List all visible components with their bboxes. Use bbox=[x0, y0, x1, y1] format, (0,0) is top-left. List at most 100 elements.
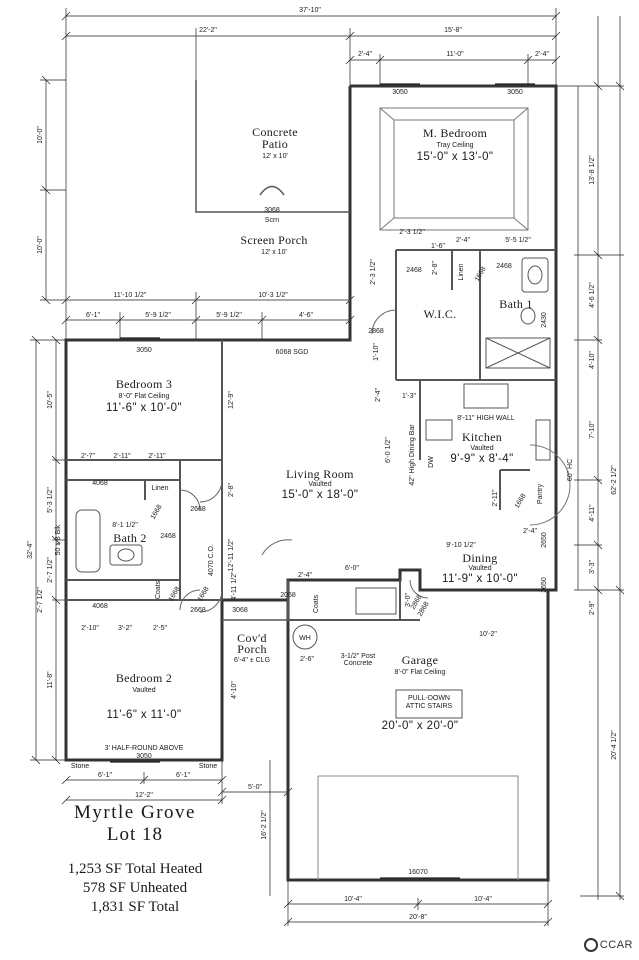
bath2-door: 2468 bbox=[160, 533, 176, 540]
dim-dining-a: 9'-10 1/2" bbox=[446, 542, 476, 549]
dim-left-bed3: 10'-5" bbox=[47, 391, 54, 409]
bed2-door: 2668 bbox=[190, 607, 206, 614]
dim-garage-top: 10'-2" bbox=[479, 631, 497, 638]
dining-sub: Vaulted bbox=[468, 565, 491, 572]
master-label: M. Bedroom bbox=[423, 126, 488, 140]
dim-left-total: 32'-4" bbox=[27, 541, 34, 559]
opening-labels: 3050 3050 3068 Scrn 6068 SGD 3050 4068 4… bbox=[92, 89, 574, 876]
dim-bed3-closet-c: 2'-11" bbox=[148, 453, 166, 460]
bed3-size: 11'-6" x 10'-0" bbox=[106, 402, 182, 414]
dim-overall-width: 37'-10" bbox=[299, 7, 321, 14]
dim-left-width: 22'-2" bbox=[199, 27, 217, 34]
dim-dining-c: 2'-11" bbox=[492, 489, 499, 507]
dim-right-mid2: 4'-10" bbox=[589, 351, 596, 369]
stat-heated: 1,253 SF Total Heated bbox=[67, 861, 203, 877]
dim-wic-e: 5'-5 1/2" bbox=[505, 237, 531, 244]
dim-left-closet: 2'-7 1/2" bbox=[47, 557, 54, 583]
dim-top-seg-a: 2'-4" bbox=[358, 51, 372, 58]
screen-door: 3068 bbox=[264, 207, 280, 214]
screen-porch-size: 12' x 10' bbox=[261, 249, 287, 256]
patio-size: 12' x 10' bbox=[262, 153, 288, 160]
watermark: CCAR bbox=[583, 938, 633, 952]
kitchen-size: 9'-9" x 8'-4" bbox=[450, 453, 513, 465]
linen-b-label: Linen bbox=[151, 485, 168, 492]
half-round-label: 3' HALF-ROUND ABOVE bbox=[105, 745, 184, 752]
garage-size: 20'-0" x 20'-0" bbox=[382, 720, 459, 732]
dim-porch-a: 2'-6" bbox=[300, 656, 314, 663]
stone-left: Stone bbox=[71, 763, 89, 770]
dim-wic-d: 2'-4" bbox=[456, 237, 470, 244]
dim-hall-a: 12'-9" bbox=[228, 391, 235, 409]
dim-hall-c: 12'-11 1/2" bbox=[228, 538, 235, 571]
door-swings bbox=[179, 309, 429, 613]
dim-mid-e: 5'-9 1/2" bbox=[216, 312, 242, 319]
dim-bed3-closet-a: 2'-7" bbox=[81, 453, 95, 460]
post-label: 3-1/2" Post bbox=[341, 653, 375, 660]
garage-sub: 8'-0" Flat Ceiling bbox=[395, 669, 446, 676]
dim-bath2-w: 8'-1 1/2" bbox=[112, 522, 138, 529]
dining-size: 11'-9" x 10'-0" bbox=[442, 573, 518, 585]
bath1-door: 2430 bbox=[541, 312, 548, 328]
dim-bed2-closet-b: 3'-2" bbox=[118, 625, 132, 632]
interior-walls bbox=[66, 249, 556, 621]
garage-door: 16070 bbox=[408, 869, 428, 876]
dim-laundry-a: 6'-0" bbox=[345, 565, 359, 572]
garage-label: Garage bbox=[402, 653, 438, 667]
dim-right-bottom: 20'-4 1/2" bbox=[611, 730, 618, 760]
bath2-label: Bath 2 bbox=[113, 531, 146, 545]
dim-wic-g: 1'-10" bbox=[373, 343, 380, 361]
room-labels: Concrete Patio 12' x 10' Screen Porch 12… bbox=[71, 125, 544, 770]
dim-right-stair: 2'-9" bbox=[589, 601, 596, 615]
dim-wic-f: 2'-3 1/2" bbox=[370, 259, 377, 285]
dim-mid-c: 6'-1" bbox=[86, 312, 100, 319]
bed2-window: 3050 bbox=[136, 753, 152, 760]
dim-top-seg-b: 11'-0" bbox=[446, 51, 464, 58]
dim-bed3-closet-b: 2'-11" bbox=[113, 453, 131, 460]
dim-laundry-b: 2'-4" bbox=[298, 572, 312, 579]
dining-door2: 2650 bbox=[541, 577, 548, 593]
dim-bed2-closet-a: 2'-10" bbox=[81, 625, 99, 632]
dim-right-total: 62'-2 1/2" bbox=[611, 465, 618, 495]
ccar-logo-icon bbox=[583, 938, 598, 952]
dim-kitchen-a: 2'-4" bbox=[375, 388, 382, 402]
sliding-glass-door: 6068 SGD bbox=[276, 349, 309, 356]
dim-right-mid: 4'-6 1/2" bbox=[589, 282, 596, 308]
living-size: 15'-0" x 18'-0" bbox=[282, 489, 359, 501]
kitchen-label: Kitchen bbox=[462, 430, 502, 444]
stat-unheated: 578 SF Unheated bbox=[82, 880, 188, 896]
plan-lot: Lot 18 bbox=[106, 824, 164, 845]
mb-window-left: 3050 bbox=[392, 89, 408, 96]
dim-right-kitchen: 7'-10" bbox=[589, 421, 596, 439]
bed3-closet: 4068 bbox=[92, 480, 108, 487]
bed3-door: 2668 bbox=[190, 506, 206, 513]
bed2-label: Bedroom 2 bbox=[116, 671, 172, 685]
covd-label-2: Porch bbox=[237, 642, 267, 656]
dim-bed2-closet-c: 2'-5" bbox=[153, 625, 167, 632]
mb-closet-door: 2468 bbox=[406, 267, 422, 274]
master-sub: Tray Ceiling bbox=[436, 142, 473, 149]
dim-mid-a: 11'-10 1/2" bbox=[114, 292, 147, 299]
dim-garage-left: 16'-2 1/2" bbox=[261, 810, 268, 840]
dim-bottom-b: 6'-1" bbox=[176, 772, 190, 779]
outdoor-areas bbox=[66, 80, 350, 621]
bed3-window: 3050 bbox=[136, 347, 152, 354]
hall-clo: 4070 C.O. bbox=[208, 544, 215, 576]
dim-left-porch: 10'-0" bbox=[37, 236, 44, 254]
dim-mid-b: 10'-3 1/2" bbox=[258, 292, 288, 299]
dining-label: Dining bbox=[462, 551, 497, 565]
stone-right: Stone bbox=[199, 763, 217, 770]
bed2-closet: 4068 bbox=[92, 603, 108, 610]
dim-porch-b: 4'-11 1/2" bbox=[231, 571, 238, 601]
covd-size: 6'-4" ± CLG bbox=[234, 657, 270, 664]
dim-bath2-blk: 50 x 8 Blk bbox=[55, 524, 62, 555]
dim-bottom-total: 12'-2" bbox=[135, 792, 153, 799]
hc-label: 60" HC bbox=[567, 459, 574, 481]
dim-porch-w: 5'-0" bbox=[248, 784, 262, 791]
dim-dining-b: 2'-4" bbox=[523, 528, 537, 535]
bar-label: 42" High Dining Bar bbox=[409, 424, 416, 486]
dim-wic-a: 2'-3 1/2" bbox=[399, 229, 425, 236]
dim-hall-b: 2'-8" bbox=[228, 483, 235, 497]
dim-right-top: 13'-8 1/2" bbox=[589, 155, 596, 185]
pantry-door: 1668 bbox=[514, 493, 528, 510]
